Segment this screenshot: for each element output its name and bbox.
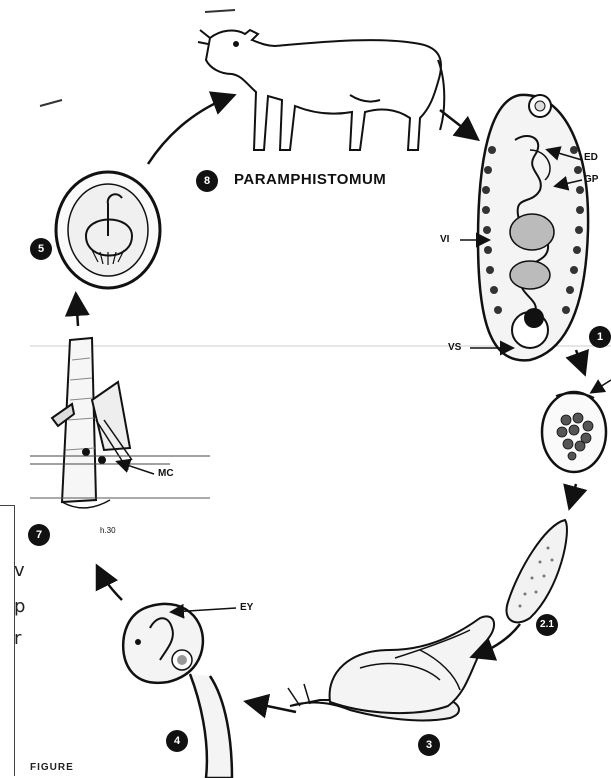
metacercaria-cyst-illustration (56, 172, 160, 288)
cow-illustration (198, 30, 444, 150)
side-text-1: v (14, 560, 25, 581)
side-text-2: p (14, 596, 25, 617)
miracidium-illustration (507, 520, 567, 622)
label-grass-note: h.30 (100, 526, 116, 535)
label-ey: EY (240, 602, 253, 613)
diagram-title: PARAMPHISTOMUM (234, 171, 386, 188)
label-mc: MC (158, 468, 174, 479)
stage-number-8: 8 (196, 170, 218, 192)
label-ed: ED (584, 152, 598, 163)
label-vi: VI (440, 234, 449, 245)
stage-number-1: 1 (589, 326, 611, 348)
label-gp: GP (584, 174, 598, 185)
egg-illustration (542, 392, 606, 472)
overlay-frame (0, 505, 15, 776)
stage-number-2-1: 2.1 (536, 614, 558, 636)
label-vs: VS (448, 342, 461, 353)
stage-number-5: 5 (30, 238, 52, 260)
stage-number-7: 7 (28, 524, 50, 546)
stage-number-3: 3 (418, 734, 440, 756)
figure-caption: FIGURE (30, 762, 74, 773)
adult-fluke-illustration (478, 95, 588, 361)
snail-illustration (288, 616, 494, 720)
stage-number-4: 4 (166, 730, 188, 752)
grass-illustration (30, 338, 210, 508)
side-text-3: r (14, 628, 21, 649)
